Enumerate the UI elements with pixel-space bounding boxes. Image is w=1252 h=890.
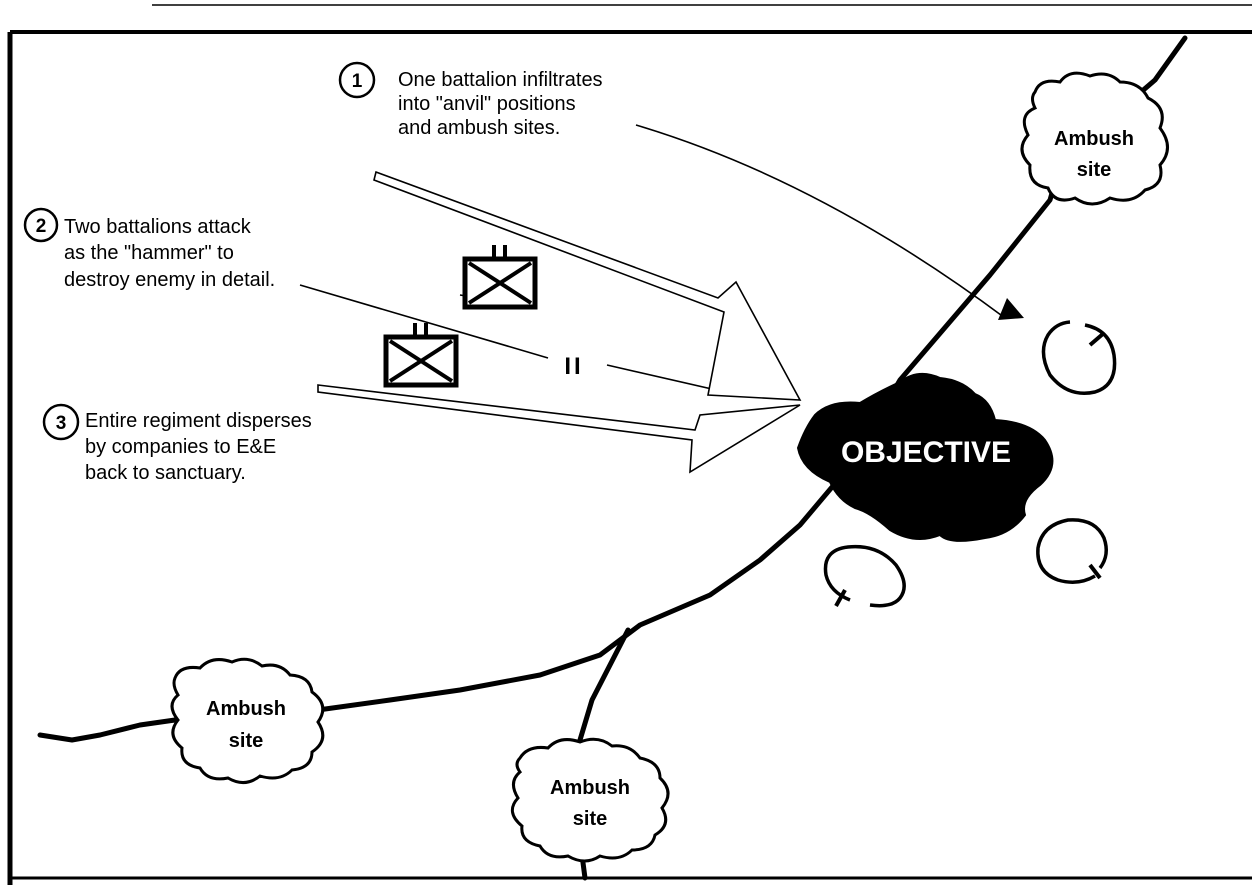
note-line: destroy enemy in detail. [64, 269, 275, 291]
objective-area: OBJECTIVE [796, 372, 1054, 542]
note-line: Two battalions attack [64, 216, 252, 238]
step-number: 1 [352, 71, 363, 92]
ambush-site-label-line1: Ambush [550, 777, 630, 799]
note-step-3: 3 Entire regiment disperses by companies… [42, 403, 312, 484]
note-line: One battalion infiltrates [398, 69, 603, 91]
note-line: back to sanctuary. [85, 462, 246, 484]
road-main [37, 35, 1188, 743]
step-number-circle [338, 61, 376, 99]
unit-symbol-battalion-upper [462, 245, 538, 310]
attack-arrow-lower [317, 384, 801, 474]
ambush-site-northeast: Ambush site [1020, 71, 1169, 206]
ambush-site-label-line2: site [229, 730, 263, 752]
ambush-site-label-line2: site [573, 808, 607, 830]
ambush-site-southwest: Ambush site [170, 657, 325, 784]
step-number: 2 [36, 216, 47, 237]
note-line: and ambush sites. [398, 117, 560, 139]
ambush-site-label-line1: Ambush [1054, 128, 1134, 150]
ambush-site-label-line1: Ambush [206, 698, 286, 720]
diagram-frame [7, 4, 1252, 885]
objective-label: OBJECTIVE [841, 436, 1011, 469]
ambush-site-south: Ambush site [510, 737, 670, 863]
note-line: into "anvil" positions [398, 93, 576, 115]
anvil-position-east [1041, 320, 1117, 395]
note-line: Entire regiment disperses [85, 410, 312, 432]
note-line: as the "hammer" to [64, 242, 234, 264]
anvil-position-southwest [823, 544, 906, 608]
leader-line-step2 [299, 284, 549, 359]
note-line: by companies to E&E [85, 436, 276, 458]
ambush-site-label-line2: site [1077, 159, 1111, 181]
leader-arrowhead [998, 298, 1024, 320]
attack-arrow-upper [373, 170, 802, 401]
step-number: 3 [56, 413, 67, 434]
step-number-circle [23, 207, 59, 243]
step-number-circle [42, 403, 80, 441]
leader-line-step1 [635, 124, 1006, 319]
attack-arrows [317, 170, 802, 474]
anvil-position-southeast [1036, 518, 1108, 584]
note-step-1: 1 One battalion infiltrates into "anvil"… [338, 61, 603, 139]
battalion-size-marker: II [564, 353, 583, 380]
objective-shape [796, 372, 1054, 542]
unit-symbol-battalion-lower [383, 323, 459, 388]
note-step-2: 2 Two battalions attack as the "hammer" … [23, 207, 275, 291]
